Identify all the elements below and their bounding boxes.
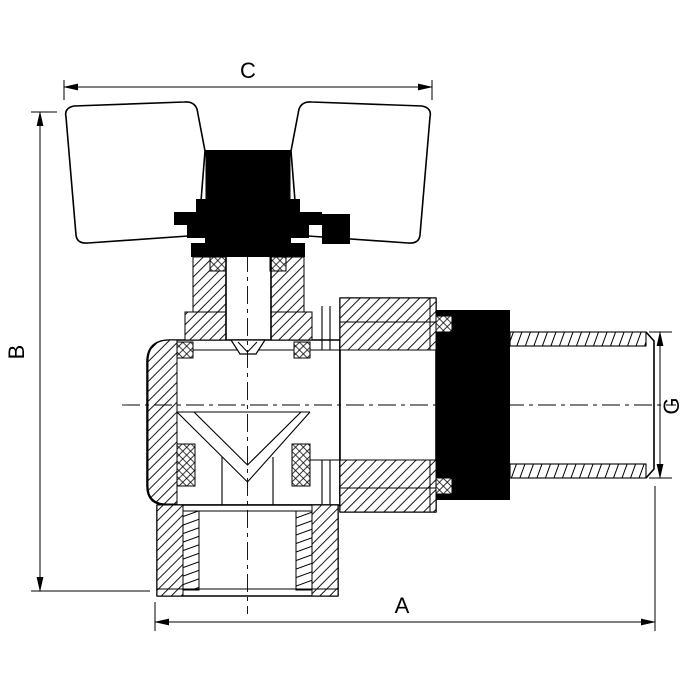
female-thread-left <box>182 510 200 591</box>
stem-sides <box>225 199 272 340</box>
dimension-c-label: C <box>240 58 256 83</box>
hub-lower-block <box>205 212 291 243</box>
dimension-b-extension-lines <box>31 111 150 592</box>
bottom-wall-left-hatch <box>156 504 184 597</box>
hub-flange <box>196 199 300 212</box>
union-nut-bottom-hatch <box>339 459 437 513</box>
seat-right <box>291 443 311 487</box>
dimension-c: C <box>63 58 433 100</box>
union-boss-lines <box>321 306 331 504</box>
body-seal-right <box>293 341 311 359</box>
union-nut-detail-lines <box>340 298 436 512</box>
dimension-b-label: B <box>4 345 29 360</box>
tailpiece-detail-lines <box>436 310 510 500</box>
bonnet-right <box>270 311 313 341</box>
dimension-g-label: G <box>659 397 684 414</box>
dimension-a-extension-lines <box>154 486 656 631</box>
handle-right-wing <box>290 101 432 244</box>
bonnet-left <box>184 311 227 341</box>
male-thread <box>509 331 655 479</box>
butterfly-handle <box>64 101 432 244</box>
gland-nut <box>191 243 305 257</box>
hub-bracket-right <box>291 212 322 238</box>
handle-hub-and-stem <box>174 150 350 341</box>
dimension-g: G <box>649 331 684 479</box>
stem-o-ring-left <box>209 256 227 272</box>
centerlines <box>122 158 676 614</box>
o-ring-top <box>435 315 453 333</box>
dimension-a: A <box>154 486 656 631</box>
hub-bracket-left <box>174 212 205 238</box>
stem-cross-x <box>225 161 272 200</box>
bottom-wall-right-hatch <box>311 504 339 597</box>
ball-section <box>176 411 311 505</box>
seat-left <box>176 443 196 487</box>
female-thread-right <box>295 510 313 591</box>
dimension-a-label: A <box>395 593 410 618</box>
valve-body <box>146 306 341 506</box>
o-ring-bottom <box>435 477 453 495</box>
handle-left-wing <box>64 101 206 244</box>
body-left-wall-hatch <box>147 339 178 505</box>
body-seal-left <box>176 341 194 359</box>
pipe-end-face <box>645 331 655 479</box>
stem-o-ring-right <box>269 256 287 272</box>
union-nut-top-hatch <box>339 297 437 351</box>
dimension-b: B <box>4 111 150 592</box>
